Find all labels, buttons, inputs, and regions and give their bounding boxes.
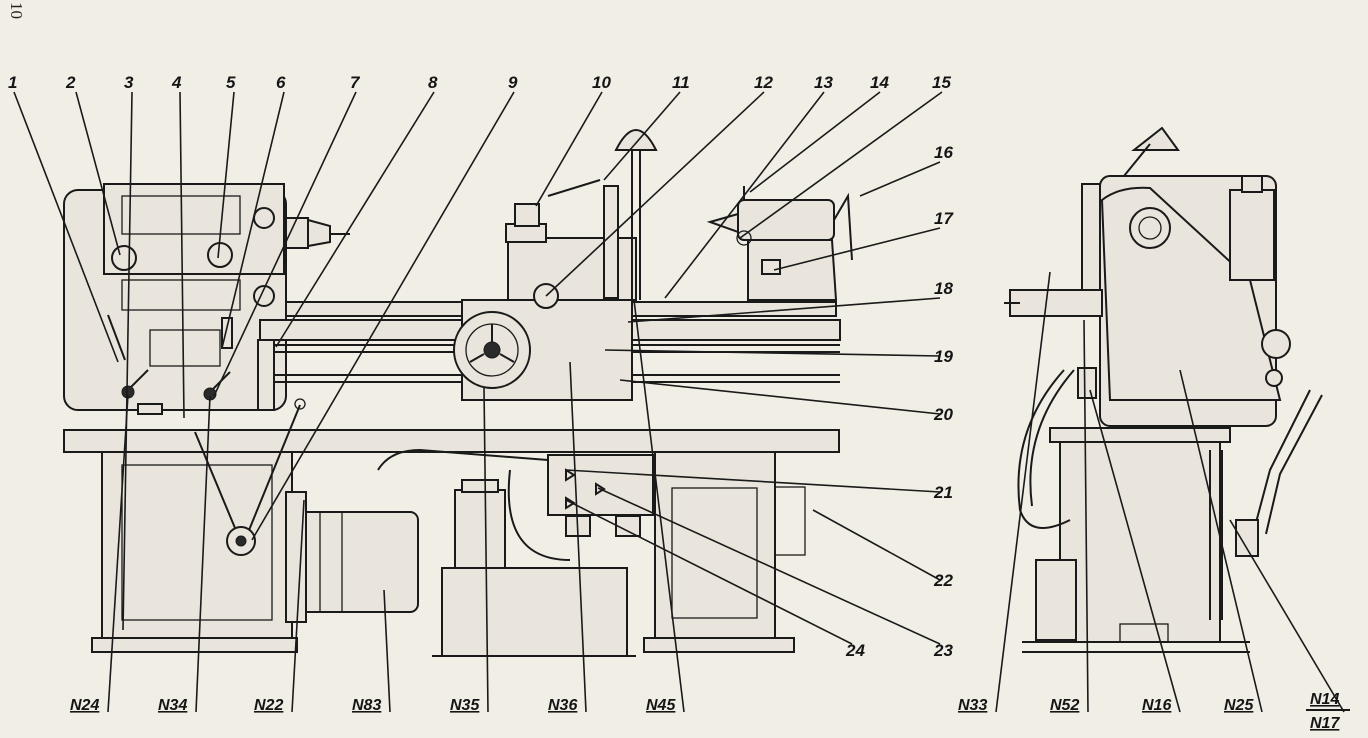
- label-n45: N45: [646, 697, 676, 714]
- callout-11: 11: [672, 73, 690, 92]
- label-n22: N22: [254, 697, 283, 714]
- leader-lines: [13, 91, 1345, 713]
- callout-19: 19: [934, 347, 953, 366]
- callout-18: 18: [934, 279, 953, 298]
- callout-10: 10: [592, 73, 611, 92]
- callout-1: 1: [8, 73, 17, 92]
- callout-20: 20: [933, 405, 953, 424]
- callout-16: 16: [934, 143, 953, 162]
- label-n36: N36: [548, 697, 577, 714]
- label-n34: N34: [158, 697, 187, 714]
- callout-13: 13: [814, 73, 833, 92]
- callout-23: 23: [933, 641, 953, 660]
- label-n24: N24: [70, 697, 99, 714]
- label-n33: N33: [958, 697, 987, 714]
- lathe-front-view: [63, 129, 853, 657]
- callout-9: 9: [508, 73, 518, 92]
- label-n52: N52: [1050, 697, 1079, 714]
- callout-3: 3: [124, 73, 134, 92]
- callout-labels: 1 2 3 4 5 6 7 8 9 10 11 12 13 14 15 16 1…: [8, 73, 954, 660]
- callout-8: 8: [428, 73, 438, 92]
- callout-14: 14: [870, 73, 889, 92]
- callout-17: 17: [934, 209, 954, 228]
- callout-7: 7: [350, 73, 361, 92]
- bottom-labels: N24 N34 N22 N83 N35 N36 N45 N33 N52 N16 …: [70, 691, 1350, 732]
- callout-22: 22: [933, 571, 953, 590]
- callout-21: 21: [933, 483, 953, 502]
- lathe-side-view: [1004, 126, 1323, 653]
- label-n35: N35: [450, 697, 480, 714]
- callout-6: 6: [276, 73, 286, 92]
- label-n16: N16: [1142, 697, 1171, 714]
- callout-5: 5: [226, 73, 236, 92]
- label-n83: N83: [352, 697, 381, 714]
- label-n17: N17: [1310, 715, 1340, 732]
- callout-12: 12: [754, 73, 773, 92]
- label-n14: N14: [1310, 691, 1339, 708]
- callout-24: 24: [845, 641, 865, 660]
- label-n25: N25: [1224, 697, 1254, 714]
- callout-15: 15: [932, 73, 951, 92]
- callout-4: 4: [171, 73, 182, 92]
- callout-2: 2: [65, 73, 76, 92]
